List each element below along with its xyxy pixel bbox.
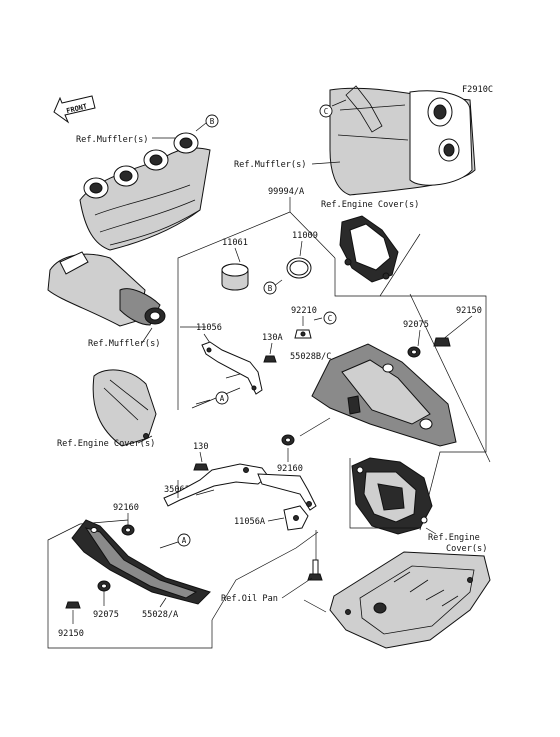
muffler-can bbox=[47, 251, 166, 327]
part-number-92075-low: 92075 bbox=[93, 610, 119, 620]
svg-text:A: A bbox=[182, 536, 187, 545]
muffler-sleeve-11061 bbox=[221, 263, 249, 291]
part-number-92160-low: 92160 bbox=[113, 503, 139, 513]
part-number-130a: 130A bbox=[262, 333, 284, 343]
ref-muffler-label-3: Ref.Muffler(s) bbox=[88, 339, 160, 349]
ref-muffler-label-1: Ref.Muffler(s) bbox=[76, 135, 148, 145]
bolt-92150-top bbox=[433, 337, 451, 347]
nut-92210 bbox=[294, 329, 312, 339]
part-number-11009: 11009 bbox=[292, 231, 318, 241]
part-number-99994a: 99994/A bbox=[268, 187, 305, 197]
engine-cover-lower-right bbox=[351, 457, 433, 535]
callout-a-low: A bbox=[177, 533, 191, 547]
part-number-11061: 11061 bbox=[222, 238, 248, 248]
ref-muffler-label-2: Ref.Muffler(s) bbox=[234, 160, 306, 170]
gasket-11009 bbox=[286, 257, 312, 279]
ref-engine-cover-label-3b: Cover(s) bbox=[446, 544, 487, 554]
oil-pan bbox=[329, 551, 491, 649]
part-number-92150-low: 92150 bbox=[58, 629, 84, 639]
engine-cover-left bbox=[92, 369, 157, 447]
svg-text:B: B bbox=[268, 284, 273, 293]
callout-b-top: B bbox=[205, 114, 219, 128]
callout-c-top: C bbox=[319, 104, 333, 118]
bracket-11056 bbox=[201, 341, 263, 395]
part-number-11056a: 11056A bbox=[234, 517, 266, 527]
ref-engine-cover-label-2: Ref.Engine Cover(s) bbox=[57, 439, 155, 449]
part-number-55028a: 55028/A bbox=[142, 610, 179, 620]
front-arrow-icon: FRONT bbox=[53, 95, 96, 124]
svg-text:A: A bbox=[220, 394, 225, 403]
header-flange bbox=[83, 177, 109, 199]
stay-35063 bbox=[163, 463, 317, 511]
figure-code: F2910C bbox=[462, 85, 493, 95]
ref-engine-cover-label-3a: Ref.Engine bbox=[428, 533, 480, 543]
part-number-35063: 35063 bbox=[164, 485, 190, 495]
callout-c-mid: C bbox=[323, 311, 337, 325]
part-number-92160-mid: 92160 bbox=[277, 464, 303, 474]
bracket-11056a bbox=[283, 505, 309, 531]
header-flange bbox=[173, 132, 199, 154]
bolt-oil-pan bbox=[307, 559, 323, 581]
heat-guard-55028bc bbox=[311, 343, 457, 447]
under-guard-55028a bbox=[71, 519, 211, 605]
header-flange bbox=[113, 165, 139, 187]
part-number-92075-top: 92075 bbox=[403, 320, 429, 330]
damper-92160-low bbox=[121, 524, 135, 536]
part-number-130: 130 bbox=[193, 442, 209, 452]
muffler-body bbox=[329, 85, 476, 196]
exhaust-manifold bbox=[79, 132, 211, 251]
damper-92075-top bbox=[407, 346, 421, 358]
callout-a-mid: A bbox=[215, 391, 229, 405]
part-number-11056: 11056 bbox=[196, 323, 222, 333]
damper-92075-low bbox=[97, 580, 111, 592]
engine-cover-upper bbox=[339, 215, 399, 283]
svg-text:B: B bbox=[210, 117, 215, 126]
part-number-92150-top: 92150 bbox=[456, 306, 482, 316]
ref-oil-pan-label: Ref.Oil Pan bbox=[221, 594, 278, 604]
bolt-130 bbox=[193, 463, 209, 471]
part-number-55028bc: 55028B/C bbox=[290, 352, 331, 362]
svg-text:C: C bbox=[328, 314, 333, 323]
callout-b-mid: B bbox=[263, 281, 277, 295]
part-number-92210: 92210 bbox=[291, 306, 317, 316]
svg-text:C: C bbox=[324, 107, 329, 116]
bolt-92150-low bbox=[65, 601, 81, 609]
damper-92160-mid bbox=[281, 434, 295, 446]
header-flange bbox=[143, 149, 169, 171]
ref-engine-cover-label-1: Ref.Engine Cover(s) bbox=[321, 200, 419, 210]
bolt-130a bbox=[263, 355, 277, 363]
